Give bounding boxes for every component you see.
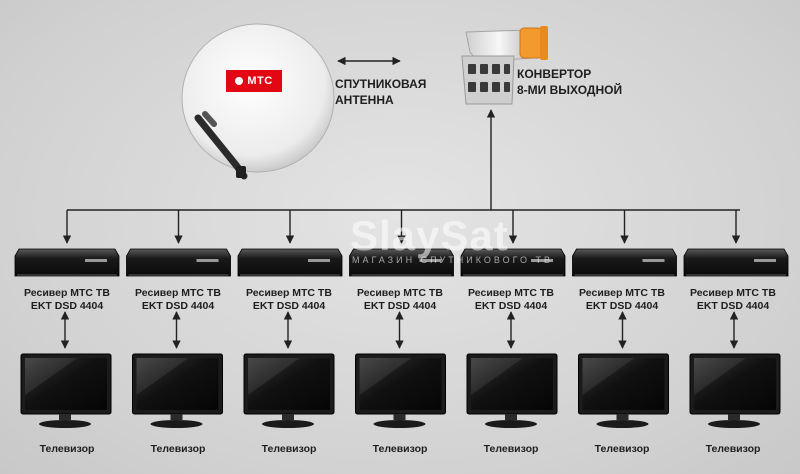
watermark-title: SlaySat bbox=[350, 212, 509, 259]
receiver-label: Ресивер МТС ТВ EKT DSD 4404 bbox=[123, 287, 233, 313]
receiver-code-line: EKT DSD 4404 bbox=[363, 300, 437, 312]
receiver-code-line: EKT DSD 4404 bbox=[30, 300, 104, 312]
receiver-box bbox=[683, 248, 789, 277]
watermark-subtitle: магазин спутникового тв bbox=[352, 255, 553, 265]
converter-label: КОНВЕРТОР 8-МИ ВЫХОДНОЙ bbox=[517, 66, 622, 98]
tv-set bbox=[466, 353, 558, 428]
tv-set bbox=[689, 353, 781, 428]
tv-set bbox=[20, 353, 112, 428]
tv-label: Телевизор bbox=[150, 443, 206, 455]
tv-set bbox=[132, 353, 223, 428]
receiver-model-line: Ресивер МТС ТВ bbox=[468, 287, 554, 299]
receiver-model-line: Ресивер МТС ТВ bbox=[579, 287, 665, 299]
converter-label-line1: КОНВЕРТОР bbox=[517, 67, 592, 81]
tv-label: Телевизор bbox=[483, 443, 539, 455]
receiver-box bbox=[126, 248, 231, 277]
antenna-label: СПУТНИКОВАЯ АНТЕННА bbox=[335, 76, 426, 108]
receiver-code-line: EKT DSD 4404 bbox=[474, 300, 548, 312]
tv-label: Телевизор bbox=[39, 443, 95, 455]
satellite-dish bbox=[181, 23, 335, 180]
converter-label-line2: 8-МИ ВЫХОДНОЙ bbox=[517, 83, 623, 97]
tv-label: Телевизор bbox=[705, 443, 761, 455]
lnb-converter bbox=[461, 26, 548, 105]
tv-set bbox=[243, 353, 335, 428]
mts-logo-text: МТС bbox=[247, 75, 273, 87]
receiver-model-line: Ресивер МТС ТВ bbox=[135, 287, 221, 299]
receiver-label: Ресивер МТС ТВ EKT DSD 4404 bbox=[456, 287, 566, 313]
receiver-box bbox=[572, 248, 677, 277]
tv-label: Телевизор bbox=[261, 443, 317, 455]
antenna-label-line2: АНТЕННА bbox=[335, 93, 394, 107]
mts-logo: МТС bbox=[226, 70, 282, 92]
tv-set bbox=[578, 353, 669, 428]
receiver-model-line: Ресивер МТС ТВ bbox=[690, 287, 776, 299]
receiver-box bbox=[14, 248, 120, 277]
receiver-model-line: Ресивер МТС ТВ bbox=[24, 287, 110, 299]
tv-set bbox=[355, 353, 446, 428]
receiver-code-line: EKT DSD 4404 bbox=[141, 300, 215, 312]
receiver-code-line: EKT DSD 4404 bbox=[585, 300, 659, 312]
antenna-label-line1: СПУТНИКОВАЯ bbox=[335, 77, 427, 91]
receiver-model-line: Ресивер МТС ТВ bbox=[246, 287, 332, 299]
tv-label: Телевизор bbox=[372, 443, 428, 455]
tv-label: Телевизор bbox=[594, 443, 650, 455]
receiver-box bbox=[237, 248, 343, 277]
receiver-label: Ресивер МТС ТВ EKT DSD 4404 bbox=[345, 287, 455, 313]
receiver-label: Ресивер МТС ТВ EKT DSD 4404 bbox=[567, 287, 677, 313]
receiver-label: Ресивер МТС ТВ EKT DSD 4404 bbox=[12, 287, 122, 313]
receiver-box bbox=[460, 248, 566, 277]
receiver-code-line: EKT DSD 4404 bbox=[252, 300, 326, 312]
receiver-label: Ресивер МТС ТВ EKT DSD 4404 bbox=[234, 287, 344, 313]
receiver-model-line: Ресивер МТС ТВ bbox=[357, 287, 443, 299]
receiver-label: Ресивер МТС ТВ EKT DSD 4404 bbox=[678, 287, 788, 313]
receiver-box bbox=[349, 248, 454, 277]
receiver-code-line: EKT DSD 4404 bbox=[696, 300, 770, 312]
